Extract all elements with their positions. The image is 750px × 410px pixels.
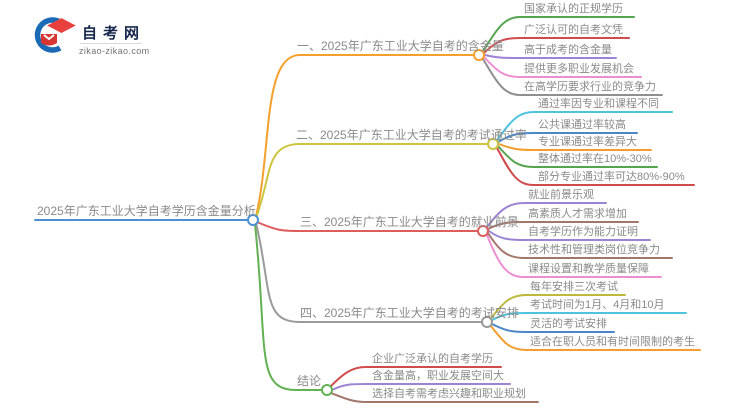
branch-1-child-3-connector [484, 54, 617, 59]
subtopic: 在高学历要求行业的竞争力 [524, 81, 656, 93]
branch-2-node-handle [487, 138, 499, 150]
branch-4-child-2-connector [491, 312, 687, 321]
subtopic: 提供更多职业发展机会 [524, 63, 634, 75]
branch-1-child-4-connector [483, 56, 642, 78]
subtopic: 技术性和管理类岗位竞争力 [528, 244, 660, 256]
subtopic: 部分专业通过率可达80%-90% [538, 171, 685, 183]
subtopic: 考试时间为1月、4月和10月 [530, 299, 665, 311]
branch-2-child-2-connector [497, 132, 638, 143]
subtopic: 灵活的考试安排 [530, 318, 607, 330]
subtopic: 公共课通过率较高 [538, 119, 626, 131]
branch-3-connector [256, 221, 478, 232]
subtopic: 课程设置和教学质量保障 [528, 263, 649, 275]
branch-1-child-1-connector [482, 16, 635, 52]
branch-3-child-4-connector [487, 232, 673, 259]
branch-2-title: 二、2025年广东工业大学自考的考试通过率 [296, 128, 527, 142]
branch-4-title: 四、2025年广东工业大学自考的考试安排 [300, 306, 519, 320]
subtopic: 选择自考需考虑兴趣和职业规划 [372, 388, 526, 400]
branch-5-child-2-connector [331, 383, 511, 391]
branch-1-connector [255, 54, 474, 217]
root-topic: 2025年广东工业大学自考学历含金量分析 [37, 204, 256, 218]
site-logo[interactable] [28, 14, 178, 62]
branch-5-child-3-connector [330, 392, 539, 403]
zikao-logo-icon [34, 17, 76, 53]
branch-3-node-handle [477, 225, 489, 237]
logo-crescent-shape [34, 17, 62, 53]
root-node-handle [247, 214, 259, 226]
subtopic: 国家承认的正规学历 [524, 3, 623, 15]
branch-3-child-5-connector [486, 234, 662, 278]
branch-5-title: 结论 [297, 374, 322, 388]
subtopic: 就业前景乐观 [528, 189, 594, 201]
subtopic: 每年安排三次考试 [530, 281, 618, 293]
subtopic: 专业课通过率差异大 [538, 136, 637, 148]
subtopic: 含金量高，职业发展空间大 [372, 370, 504, 382]
branch-3-title: 三、2025年广东工业大学自考的就业前景 [300, 215, 519, 229]
subtopic: 高于成考的含金量 [524, 44, 612, 56]
branch-2-child-5-connector [496, 147, 695, 186]
branch-3-child-2-connector [487, 221, 639, 230]
branch-5-node-handle [321, 384, 333, 396]
logo-divider [80, 43, 142, 44]
branch-4-node-handle [481, 316, 493, 328]
branch-5-child-1-connector [330, 366, 502, 387]
subtopic: 广泛认可的自考文凭 [524, 24, 623, 36]
subtopic: 整体通过率在10%-30% [538, 153, 652, 165]
branch-4-child-3-connector [491, 323, 615, 333]
branch-4-connector [255, 222, 482, 323]
branch-1-title: 一、2025年广东工业大学自考的含金量 [297, 39, 504, 53]
branch-5-connector [254, 223, 322, 391]
branch-4-child-1-connector [490, 294, 626, 319]
logo-cap-chevron [43, 34, 55, 41]
subtopic: 高素质人才需求增加 [528, 208, 627, 220]
branch-1-child-5-connector [482, 58, 663, 96]
branch-2-connector [255, 143, 488, 219]
branch-2-child-3-connector [498, 143, 652, 151]
branch-3-child-3-connector [488, 230, 651, 241]
branch-1-child-2-connector [483, 37, 630, 54]
subtopic: 企业广泛承认的自考学历 [372, 353, 493, 365]
site-url: zikao-zikao.com [79, 46, 150, 56]
branch-3-child-1-connector [486, 202, 607, 228]
subtopic: 通过率因专业和课程不同 [538, 98, 659, 110]
site-name[interactable]: 自考网 [82, 25, 146, 42]
branch-2-child-1-connector [496, 111, 673, 141]
branch-4-child-4-connector [490, 325, 701, 351]
branch-1-node-handle [473, 49, 485, 61]
subtopic: 自考学历作为能力证明 [528, 226, 638, 238]
subtopic: 适合在职人员和有时间限制的考生 [530, 336, 695, 348]
branch-2-child-4-connector [497, 145, 658, 168]
